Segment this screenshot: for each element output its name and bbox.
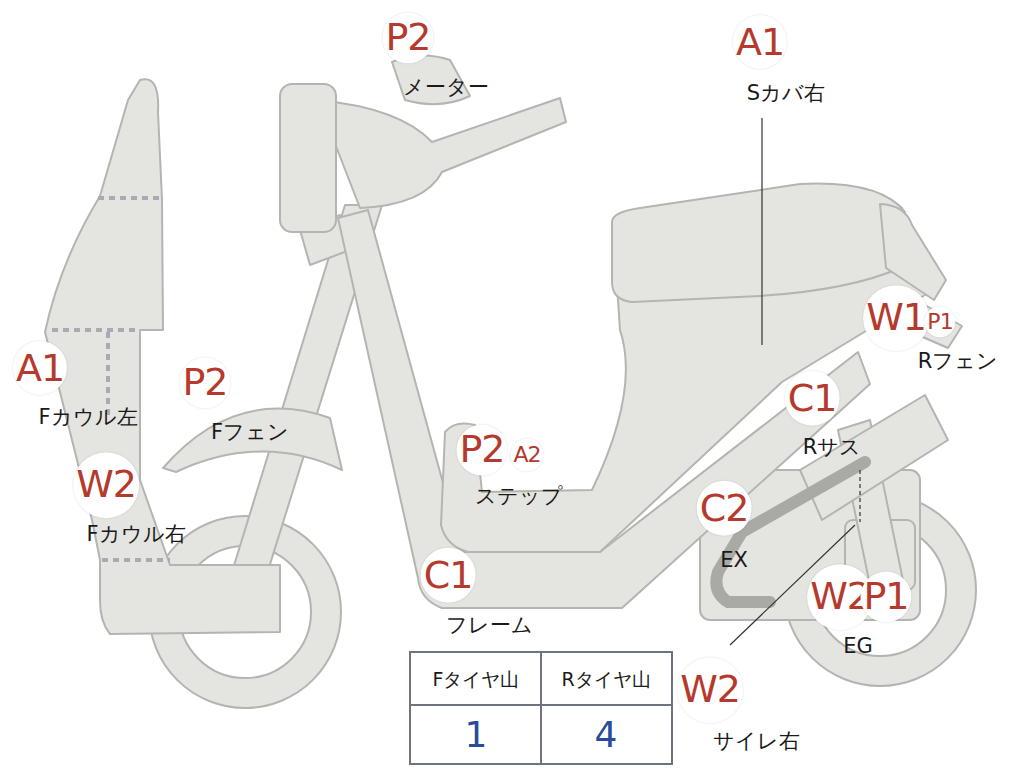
callout-code: P2 [179,357,230,408]
callout-code: C1 [421,548,476,603]
table-value: 1 [465,715,488,755]
callout-code: C1 [785,371,840,426]
part-name: Fカウル左 [38,406,137,429]
table-header: Rタイヤ山 [561,669,650,690]
part-name: EX [720,549,748,572]
part-name: フレーム [446,614,533,637]
callout-code: P2 [456,424,507,475]
callout-code: A1 [13,341,67,395]
part-name: Fカウル右 [86,523,185,546]
part-name: EG [843,635,873,658]
callout-code: A2 [510,438,543,471]
callout-code: W2 [677,657,743,723]
callout-code: P1 [860,571,911,622]
callout-code: P1 [924,306,955,337]
part-name: サイレ右 [713,730,800,753]
callout-code: W1 [863,285,929,351]
part-name: ステップ [475,485,563,508]
callout-code: C2 [697,481,752,536]
callout-code: W2 [73,452,139,518]
table-value: 4 [595,715,618,755]
callout-code: P2 [382,12,433,63]
part-name: Sカバ右 [747,82,825,105]
part-name: Fフェン [211,421,289,444]
part-name: Rサス [803,436,862,459]
callout-code: A1 [733,15,787,69]
part-name: メーター [403,76,489,99]
part-name: Rフェン [918,350,999,373]
table-header: Fタイヤ山 [433,669,520,690]
